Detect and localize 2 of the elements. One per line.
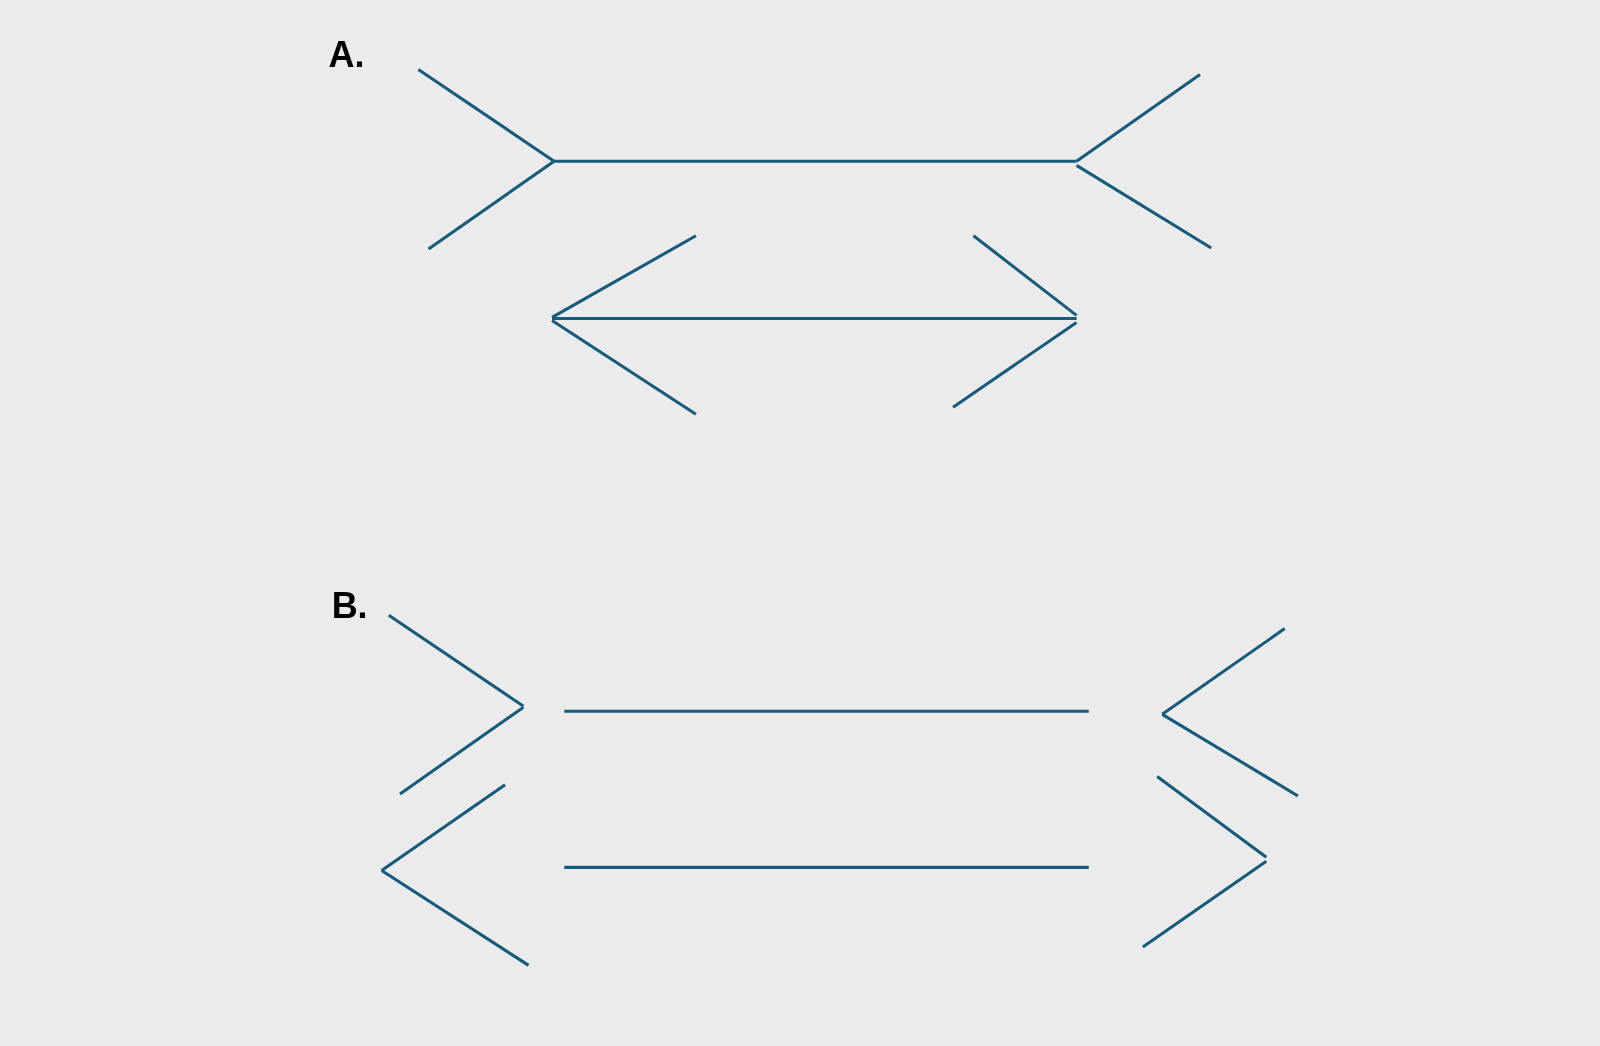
panel-label: A. — [328, 36, 365, 73]
panel-label: B. — [331, 587, 368, 624]
